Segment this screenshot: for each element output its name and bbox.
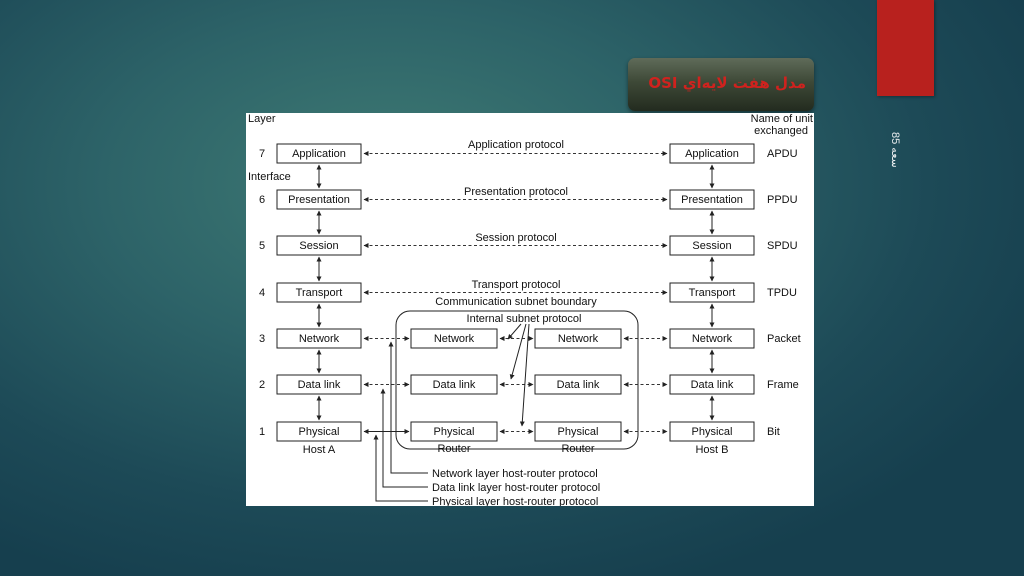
transport-protocol-label: Transport protocol — [472, 279, 561, 291]
subnet-boundary — [395, 310, 639, 450]
osi-diagram: Layer Name of unit exchanged Interface 7… — [246, 113, 814, 506]
unit-tpdu: TPDU — [767, 287, 797, 299]
application-protocol-label: Application protocol — [468, 139, 564, 151]
layer-number-2: 2 — [259, 379, 265, 391]
router-1-label: Router — [437, 443, 470, 455]
router-2-physical: Physical — [558, 426, 599, 438]
host-a-presentation: Presentation — [288, 194, 350, 206]
host-b-label: Host B — [695, 444, 728, 456]
physical-host-router-protocol: Physical layer host-router protocol — [432, 496, 598, 506]
layer-number-1: 1 — [259, 426, 265, 438]
internal-protocol-pointers — [507, 323, 530, 427]
unit-bit: Bit — [767, 426, 780, 438]
host-a-session: Session — [299, 240, 338, 252]
router-1-stack: Network Data link Physical — [410, 328, 498, 442]
layer-header: Layer — [248, 113, 276, 125]
unit-packet: Packet — [767, 333, 801, 345]
host-a-transport: Transport — [296, 287, 343, 299]
title-box — [628, 58, 814, 111]
subnet-boundary-label: Communication subnet boundary — [435, 296, 597, 308]
host-a-application: Application — [292, 148, 346, 160]
host-a-network: Network — [299, 333, 340, 345]
page-number: 85 سعه — [889, 132, 901, 168]
slide-title: مدل هفت لايه‌اي OSI — [648, 74, 806, 92]
router-1-data-link: Data link — [433, 379, 476, 391]
host-b-transport: Transport — [689, 287, 736, 299]
data-link-host-router-protocol: Data link layer host-router protocol — [432, 482, 600, 494]
unit-apdu: APDU — [767, 148, 798, 160]
presentation-protocol-label: Presentation protocol — [464, 186, 568, 198]
host-b-stack: Application Presentation Session Transpo… — [669, 143, 755, 442]
session-protocol-label: Session protocol — [475, 232, 556, 244]
router-2-stack: Network Data link Physical — [534, 328, 622, 442]
unit-ppdu: PPDU — [767, 194, 798, 206]
host-a-stack: Application Presentation Session Transpo… — [276, 143, 362, 442]
host-b-data-link: Data link — [691, 379, 734, 391]
peer-protocol-lines — [363, 151, 668, 295]
interface-label: Interface — [248, 171, 291, 183]
unit-frame: Frame — [767, 379, 799, 391]
host-b-presentation: Presentation — [681, 194, 743, 206]
host-a-data-link: Data link — [298, 379, 341, 391]
host-b-application: Application — [685, 148, 739, 160]
layer-number-3: 3 — [259, 333, 265, 345]
layer-number-6: 6 — [259, 194, 265, 206]
host-a-physical: Physical — [299, 426, 340, 438]
unit-spdu: SPDU — [767, 240, 798, 252]
unit-header-line2: exchanged — [754, 125, 808, 137]
host-router-callouts — [373, 341, 428, 502]
internal-subnet-protocol-label: Internal subnet protocol — [467, 313, 582, 325]
layer-number-7: 7 — [259, 148, 265, 160]
host-b-physical: Physical — [692, 426, 733, 438]
decorative-red-tab — [877, 0, 934, 96]
router-2-label: Router — [561, 443, 594, 455]
host-a-label: Host A — [303, 444, 336, 456]
network-host-router-protocol: Network layer host-router protocol — [432, 468, 598, 480]
host-b-session: Session — [692, 240, 731, 252]
router-1-physical: Physical — [434, 426, 475, 438]
layer-number-4: 4 — [259, 287, 265, 299]
router-1-network: Network — [434, 333, 475, 345]
router-2-network: Network — [558, 333, 599, 345]
layer-number-5: 5 — [259, 240, 265, 252]
unit-header-line1: Name of unit — [751, 113, 813, 125]
router-2-data-link: Data link — [557, 379, 600, 391]
lower-layer-links — [363, 336, 668, 434]
host-b-network: Network — [692, 333, 733, 345]
